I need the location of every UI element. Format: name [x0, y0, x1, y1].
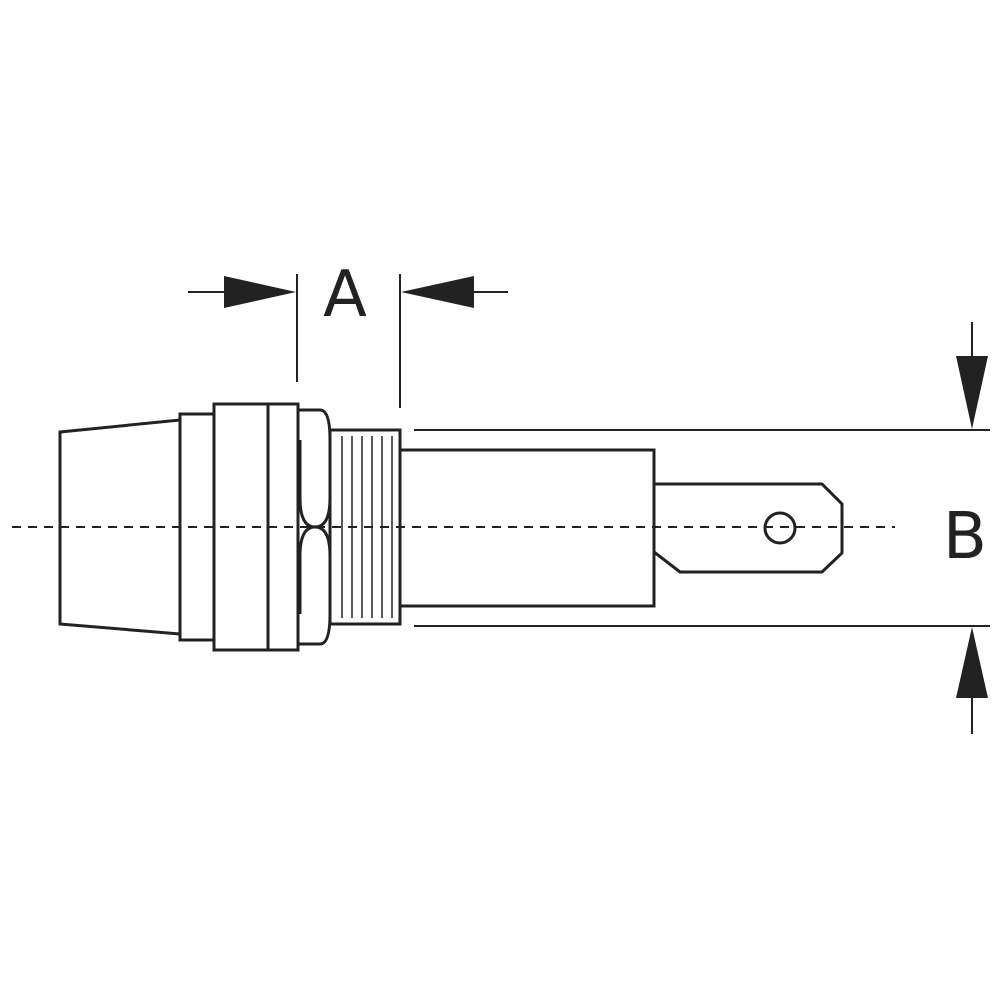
spade-terminal: [652, 482, 844, 574]
dim-a-arrow-right: [401, 276, 474, 308]
dim-b-arrow-top: [956, 356, 988, 429]
terminal-hole: [763, 511, 797, 545]
collar: [212, 402, 300, 652]
dim-a-label: A: [323, 258, 367, 332]
dim-b-arrow-bottom: [956, 627, 988, 698]
threaded-section: [328, 428, 402, 626]
dimension-a: [188, 274, 508, 408]
hex-nut: [298, 408, 332, 646]
dim-b-label: B: [943, 500, 987, 574]
dim-a-arrow-left: [224, 276, 296, 308]
dimension-b: [414, 322, 990, 734]
